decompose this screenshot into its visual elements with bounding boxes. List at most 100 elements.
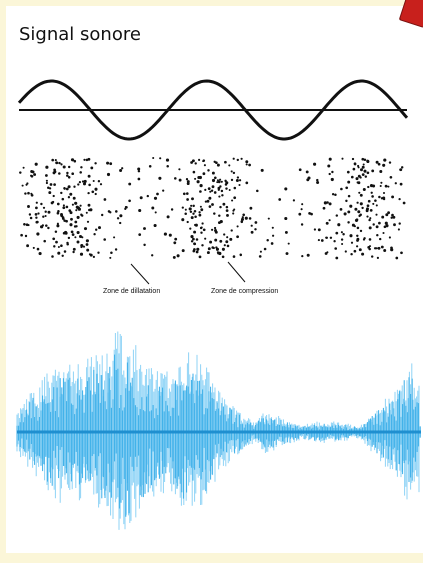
particle-dot — [371, 255, 374, 258]
particle-dot — [85, 239, 89, 243]
particle-dot — [379, 237, 382, 241]
particle-dot — [391, 195, 395, 199]
slide-border-bottom — [0, 553, 423, 563]
particle-dot — [259, 250, 262, 253]
particle-dot — [350, 175, 354, 179]
particle-dot — [236, 158, 239, 162]
particle-dot — [103, 198, 107, 201]
particle-dot — [166, 165, 169, 168]
particle-dot — [53, 183, 56, 186]
particle-dot — [56, 211, 60, 215]
particle-dot — [82, 245, 86, 248]
particle-dot — [83, 158, 86, 161]
particle-dot — [76, 240, 80, 244]
particle-dot — [362, 188, 366, 191]
particle-dot — [233, 196, 237, 200]
particle-dot — [263, 247, 267, 251]
particle-dot — [361, 165, 365, 169]
particle-dot — [399, 182, 403, 186]
particle-dot — [32, 246, 35, 249]
particle-dot — [204, 237, 207, 240]
particle-dot — [213, 212, 216, 215]
particle-dot — [137, 169, 141, 173]
particle-dot — [194, 177, 197, 180]
particle-dot — [368, 226, 372, 230]
particle-dot — [93, 233, 96, 236]
particle-dot — [211, 178, 216, 183]
particle-dot — [215, 161, 218, 164]
particle-dot — [233, 208, 236, 211]
particle-dot — [356, 239, 359, 242]
particle-dot — [347, 180, 351, 184]
particle-dot — [87, 174, 91, 178]
particle-dot — [363, 158, 367, 161]
particle-dot — [328, 172, 331, 176]
particle-dot — [62, 204, 65, 207]
particle-dot — [351, 223, 355, 227]
particle-dot — [372, 202, 375, 205]
particle-dot — [358, 248, 362, 252]
particle-dot — [87, 203, 91, 207]
particle-dot — [190, 235, 194, 239]
particle-dot — [60, 163, 63, 166]
particle-dot — [375, 213, 378, 216]
particle-dot — [80, 245, 83, 249]
particle-dot — [397, 228, 400, 231]
particle-dot — [355, 177, 359, 181]
particle-dot — [223, 233, 226, 236]
particle-dot — [221, 194, 224, 197]
particle-dot — [30, 174, 33, 177]
particle-dot — [51, 158, 55, 162]
particle-dot — [47, 210, 51, 214]
particle-dot — [196, 247, 200, 251]
particle-dot — [86, 248, 90, 252]
particle-dot — [197, 176, 201, 179]
particle-dot — [360, 168, 363, 172]
particle-dot — [232, 171, 236, 175]
particle-dot — [331, 170, 334, 174]
particle-dot — [62, 217, 65, 220]
particle-dot — [356, 234, 359, 238]
particle-dot — [153, 223, 157, 228]
particle-dot — [35, 220, 39, 224]
particle-dot — [181, 206, 184, 209]
particle-dot — [207, 169, 210, 172]
particle-dot — [206, 199, 210, 203]
particle-dot — [248, 217, 252, 220]
particle-dot — [375, 204, 378, 207]
particle-dot — [378, 221, 381, 225]
particle-dot — [62, 165, 66, 169]
particle-dot — [36, 247, 40, 251]
particle-dot — [256, 189, 259, 193]
particle-dot — [371, 169, 375, 173]
particle-dot — [52, 237, 56, 241]
particle-dot — [35, 206, 38, 210]
particle-dot — [278, 198, 282, 201]
particle-dot — [170, 208, 174, 211]
particle-dot — [75, 209, 78, 212]
particle-dot — [284, 230, 288, 234]
particle-dot — [363, 169, 367, 173]
particle-dot — [379, 184, 382, 188]
particle-dot — [47, 226, 50, 230]
particle-dot — [71, 233, 75, 236]
particle-dot — [358, 214, 361, 218]
particle-dot — [365, 209, 369, 213]
particle-dot — [359, 176, 362, 179]
particle-dot — [66, 171, 69, 175]
particle-dot — [254, 228, 257, 231]
particle-dot — [79, 252, 84, 256]
particle-dot — [366, 215, 369, 218]
particle-dot — [392, 215, 396, 219]
particle-dot — [350, 241, 354, 244]
particle-dot — [217, 186, 221, 190]
particle-dot — [186, 180, 190, 184]
particle-dot — [347, 210, 351, 214]
particle-dot — [85, 243, 89, 246]
particle-dot — [220, 180, 223, 183]
particle-dot — [388, 236, 391, 239]
particle-dot — [326, 251, 329, 254]
particle-dot — [377, 246, 381, 250]
particle-dot — [245, 181, 249, 185]
particle-dot — [368, 238, 372, 241]
